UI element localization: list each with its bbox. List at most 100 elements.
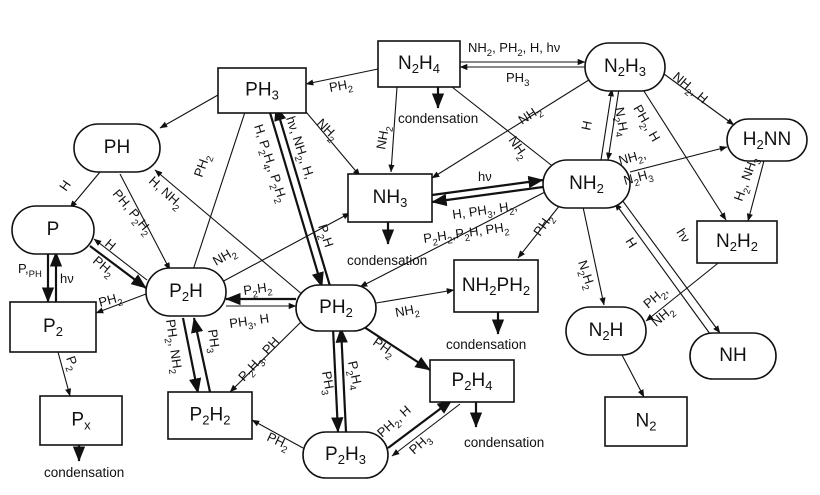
formula-part: N [612, 106, 628, 118]
subscript: 2 [314, 233, 326, 241]
subscript: 2 [166, 368, 178, 375]
radical-shape [145, 267, 227, 317]
node-label: N2 [636, 411, 657, 434]
edge-label-n2h3-nh3: NH2 [515, 102, 546, 131]
subscript: 2 [162, 337, 174, 344]
condensation-label-n2h4: condensation [398, 111, 478, 126]
edge-ph3-to-ph [159, 94, 219, 129]
formula-part: PH, P [110, 186, 143, 222]
edge-p2h2-to-p2h [191, 317, 212, 393]
node-h2nn: H2NN [726, 118, 808, 162]
subscript: 2 [730, 239, 737, 254]
formula-part: H [209, 405, 223, 426]
subscript: 2 [504, 227, 511, 239]
subscript: 2 [56, 324, 63, 339]
edge-label-nh3-nh2-hv: hν [478, 169, 492, 184]
subscript: 3 [639, 64, 646, 79]
subscript: 4 [260, 163, 272, 171]
subscript: 2 [204, 155, 216, 164]
edge-nh3-to-nh2 [431, 175, 544, 197]
node-p2h4: P2H4 [429, 359, 515, 403]
edge-nh2-to-nh3 [431, 185, 544, 207]
edge-label-ph2-p2h4: PH2 [368, 334, 398, 363]
node-p2: P2 [9, 301, 97, 353]
formula-part: H [348, 373, 365, 385]
formula-part: H [272, 186, 289, 200]
node-px: Px [39, 395, 123, 446]
formula-part: hν, NH [283, 114, 310, 156]
formula-part: PH [228, 314, 248, 331]
subscript: 2 [536, 109, 546, 121]
subscript: 4 [485, 378, 492, 393]
formula-part: PH [245, 80, 271, 101]
radical-shape [73, 123, 161, 173]
edge-p2h4-to-p2h3 [391, 403, 461, 457]
subscript: 2 [255, 149, 267, 157]
edge-n2h4-to-nh2 [451, 86, 561, 173]
subscript: 2 [649, 419, 656, 434]
edge-label-nh2-n2h: N2H2 [571, 258, 598, 292]
subscript: 3 [257, 358, 269, 369]
formula-part: P [71, 410, 84, 431]
formula-part: N [636, 411, 650, 432]
subscript: 2 [447, 235, 454, 247]
formula-part: , P [265, 165, 284, 185]
node-nh: NH [689, 332, 777, 380]
edge-h2nn-to-n2h2 [746, 156, 766, 222]
formula-part: NH [468, 40, 487, 55]
formula-part: hν [60, 271, 74, 286]
subscript: 2 [324, 134, 336, 146]
edge-p2h3-to-p2h4 [387, 399, 453, 449]
formula-part: PH [497, 275, 523, 296]
edge-ph2-to-p2h4 [357, 322, 431, 371]
subscript: 2 [182, 289, 189, 304]
formula-part: , H, hν [523, 40, 561, 55]
edge-nh2-to-n2h3 [600, 88, 614, 161]
edge-label-p2h3-p2h2: PH2 [263, 429, 292, 456]
formula-part: PH [319, 297, 345, 318]
molecule-box [347, 173, 433, 223]
subscript: 2 [170, 203, 181, 215]
edge-p2h-to-nh3 [219, 212, 351, 284]
subscript: 3 [359, 452, 366, 467]
formula-part: H, P [251, 122, 273, 151]
subscript: 2 [384, 126, 396, 133]
edge-ph2-to-ph [154, 169, 304, 296]
formula-part: P [422, 230, 433, 246]
subscript: 2 [508, 206, 515, 218]
molecule-box [604, 396, 688, 447]
subscript: 2 [393, 419, 404, 431]
edge-label-ph2-ph3: hν, NH2, H, [279, 114, 317, 182]
edge-ph-to-p [69, 171, 101, 209]
edge-label-nh2-n2h3-a: H [578, 119, 595, 131]
subscript: 3 [425, 436, 436, 448]
radical-shape [565, 306, 647, 356]
formula-part: NN [764, 129, 791, 150]
subscript: 3 [400, 195, 407, 210]
edge-n2h4-to-nh3 [388, 86, 398, 173]
subscript: 2 [682, 87, 693, 99]
formula-part: P [169, 281, 182, 302]
formula-part: , H [251, 311, 270, 328]
subscript: 2 [271, 197, 283, 205]
formula-part: P [47, 219, 60, 240]
edge-label-p2h-p-a: H [102, 236, 119, 254]
formula-part: P [345, 360, 361, 372]
edge-label-n2h3-n2h2: PH2, H [627, 102, 663, 146]
formula-part: ,P [451, 225, 465, 242]
edge-label-p2h-ph2-bot: PH3, H [228, 311, 270, 335]
formula-part: H [261, 151, 278, 165]
formula-part: H [56, 177, 74, 193]
edge-label-p2h-p2h2-b: PH3 [201, 328, 223, 354]
node-nh3: NH3 [347, 173, 433, 223]
formula-part: NH [210, 246, 234, 268]
node-p2h2: P2H2 [167, 391, 253, 440]
subscript: 2 [489, 283, 496, 298]
subscript: 2 [343, 370, 355, 377]
subscript: 2 [412, 61, 419, 76]
edge-n2h-to-n2 [621, 354, 645, 398]
radical-shape [689, 332, 777, 380]
edge-n2h3-to-nh3 [431, 77, 593, 179]
radical-shape [584, 42, 666, 92]
edge-p2h3-to-ph2 [335, 327, 348, 433]
